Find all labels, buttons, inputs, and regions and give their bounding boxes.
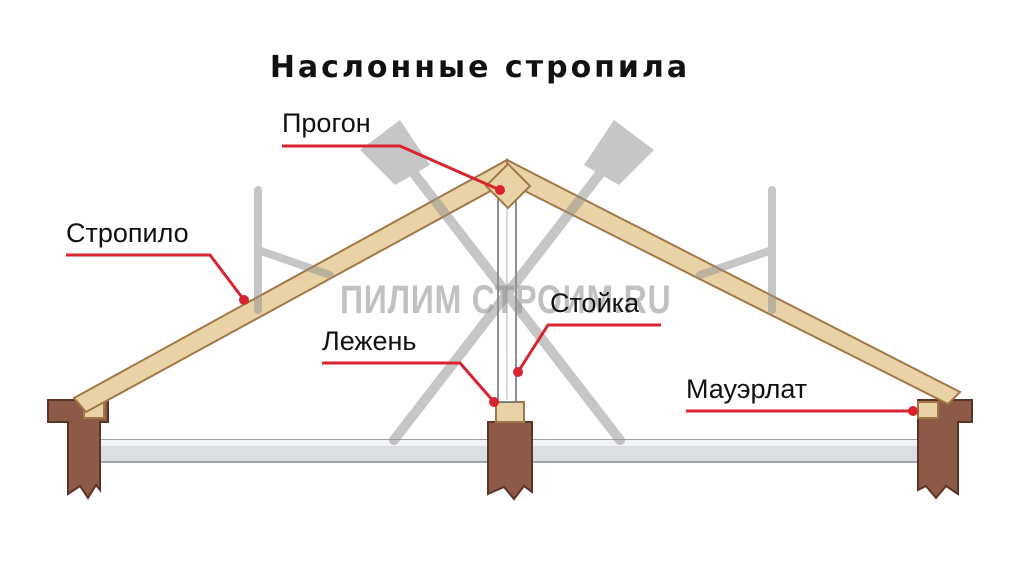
wall-right [917, 399, 973, 500]
leader-progon [282, 144, 501, 192]
axe-head-right-icon [584, 120, 654, 185]
dot-stropilo [239, 295, 249, 305]
leader-lezhen [322, 361, 496, 403]
watermark-logo [254, 120, 776, 445]
saw-left-icon [254, 186, 334, 314]
dot-progon [495, 185, 505, 195]
leader-dots [239, 185, 918, 416]
leader-stropilo [66, 253, 246, 301]
floor-slab-left [99, 439, 493, 463]
mauerlat-right [917, 401, 939, 419]
wall-left [47, 399, 109, 500]
floor-slab-right [521, 439, 921, 463]
dot-stoyka [513, 367, 523, 377]
progon-beam [484, 162, 532, 210]
label-stropilo: Стропило [66, 218, 189, 248]
label-lezhen: Лежень [322, 326, 417, 356]
saw-right-icon [696, 186, 776, 314]
axe-handle-right-icon [389, 135, 631, 445]
axe-head-left-icon [360, 120, 430, 185]
lezhen-beam [495, 401, 525, 423]
wall-center [487, 421, 533, 501]
label-stoyka: Стойка [550, 288, 640, 318]
diagram-title: Наслонные стропила [269, 50, 691, 85]
leader-lines [66, 144, 913, 413]
label-mauerlat: Мауэрлат [686, 374, 808, 404]
dot-mauerlat [908, 406, 918, 416]
leader-stoyka [516, 323, 661, 373]
label-progon: Прогон [282, 108, 371, 138]
dot-lezhen [489, 397, 499, 407]
watermark-text: ПИЛИМ СТРОИМ.RU [340, 278, 672, 322]
